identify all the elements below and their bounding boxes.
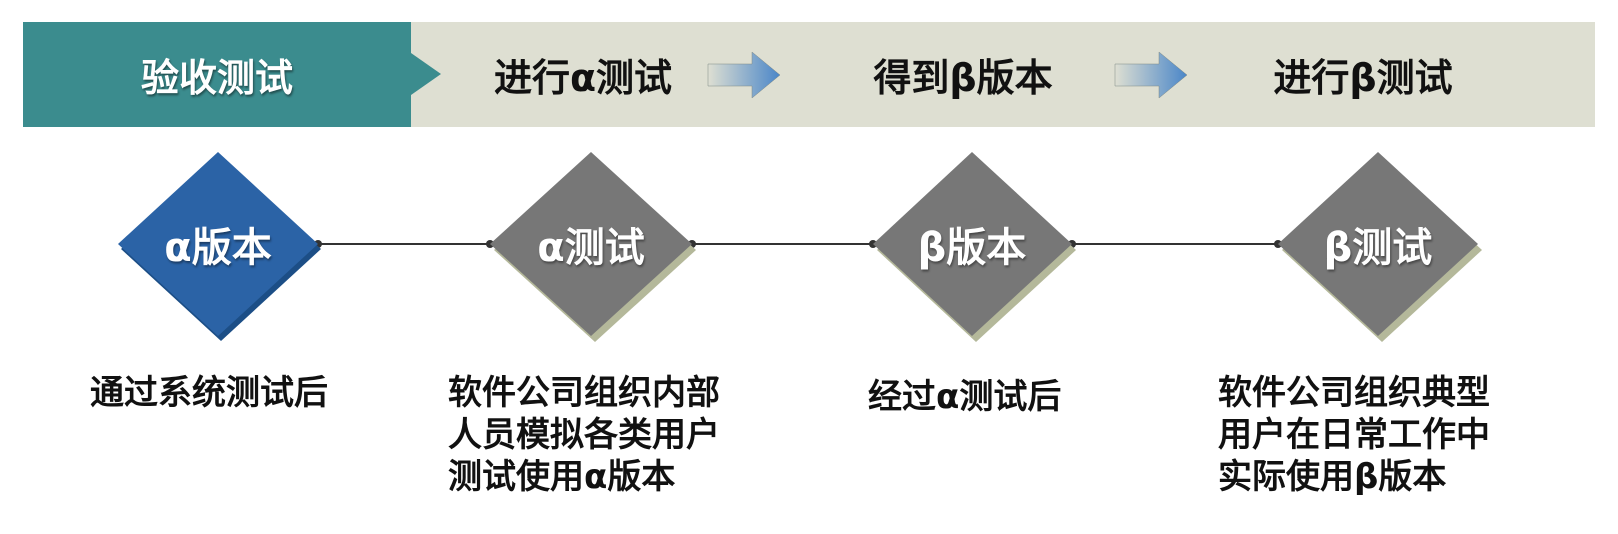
header-band: 验收测试 进行α测试 得到β版本 进行β测试	[23, 22, 1595, 127]
node-alpha-version	[118, 152, 321, 341]
header-pointer	[411, 53, 441, 95]
header-title: 验收测试	[23, 22, 411, 127]
node-beta-version	[873, 152, 1076, 342]
node-description: 经过α测试后	[868, 377, 1062, 417]
node-label: α版本	[164, 225, 272, 271]
header-step-2: 得到β版本	[873, 56, 1053, 100]
arrow-right-icon	[707, 51, 781, 99]
arrow-right-icon	[1114, 51, 1188, 99]
node-alpha-test	[490, 152, 696, 342]
header-step-1: 进行α测试	[493, 56, 673, 100]
node-description: 软件公司组织内部 人员模拟各类用户 测试使用α版本	[448, 373, 720, 497]
node-label: β测试	[1323, 225, 1433, 271]
node-description: 通过系统测试后	[90, 373, 328, 413]
process-diagram: α版本 α测试 β版本 β测试	[0, 140, 1618, 360]
node-beta-test	[1278, 152, 1482, 342]
header-step-3: 进行β测试	[1273, 56, 1453, 100]
node-description: 软件公司组织典型 用户在日常工作中 实际使用β版本	[1218, 373, 1490, 497]
node-label: α测试	[537, 225, 645, 271]
node-label: β版本	[917, 225, 1027, 271]
diagram-canvas	[118, 152, 1482, 342]
